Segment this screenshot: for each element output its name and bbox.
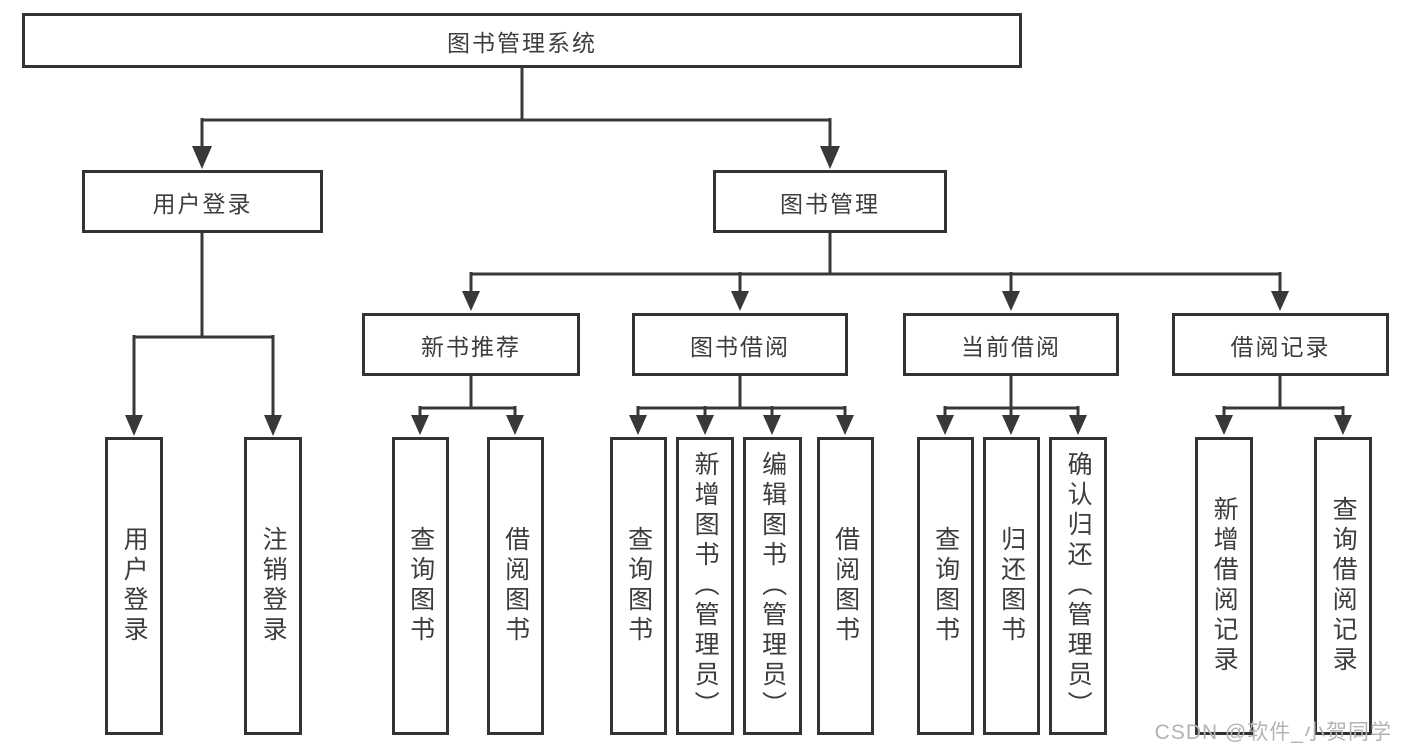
node-label: 确认归还（管理员） bbox=[1064, 451, 1093, 721]
leaf-newbooks-query-books: 查询图书 bbox=[392, 437, 449, 735]
node-label: 新书推荐 bbox=[421, 333, 521, 360]
node-library-management-system: 图书管理系统 bbox=[22, 13, 1022, 68]
node-label: 注销登录 bbox=[259, 526, 288, 646]
leaf-borrowing-add-books-admin: 新增图书（管理员） bbox=[676, 437, 734, 735]
connector-user-login-to-leaves bbox=[125, 232, 282, 436]
node-label: 归还图书 bbox=[997, 526, 1026, 646]
connector-current-to-leaves bbox=[936, 375, 1087, 435]
leaf-current-return-books: 归还图书 bbox=[983, 437, 1040, 735]
node-label: 借阅图书 bbox=[501, 526, 530, 646]
node-label: 用户登录 bbox=[152, 190, 253, 217]
node-label: 图书管理系统 bbox=[447, 29, 597, 56]
node-label: 新增图书（管理员） bbox=[691, 451, 720, 721]
leaf-newbooks-borrow-books: 借阅图书 bbox=[487, 437, 544, 735]
leaf-user-login: 用户登录 bbox=[105, 437, 163, 735]
connector-root-to-level2 bbox=[192, 66, 840, 169]
node-label: 查询图书 bbox=[406, 526, 435, 646]
node-label: 查询借阅记录 bbox=[1329, 496, 1358, 676]
leaf-logout: 注销登录 bbox=[244, 437, 302, 735]
node-label: 当前借阅 bbox=[961, 333, 1061, 360]
connector-borrowing-to-leaves bbox=[629, 375, 854, 435]
node-label: 图书借阅 bbox=[690, 333, 790, 360]
node-label: 图书管理 bbox=[780, 190, 880, 217]
csdn-watermark: CSDN @软件_小贺同学 bbox=[1154, 721, 1392, 744]
node-user-login: 用户登录 bbox=[82, 170, 323, 233]
leaf-borrowing-edit-books-admin: 编辑图书（管理员） bbox=[743, 437, 802, 735]
leaf-current-confirm-return-admin: 确认归还（管理员） bbox=[1049, 437, 1107, 735]
node-label: 查询图书 bbox=[624, 526, 653, 646]
leaf-borrowing-query-books: 查询图书 bbox=[610, 437, 667, 735]
node-label: 新增借阅记录 bbox=[1210, 496, 1239, 676]
node-book-borrowing: 图书借阅 bbox=[632, 313, 848, 376]
leaf-current-query-books: 查询图书 bbox=[917, 437, 974, 735]
leaf-records-add-borrow-record: 新增借阅记录 bbox=[1195, 437, 1253, 735]
node-book-management: 图书管理 bbox=[713, 170, 947, 233]
node-label: 查询图书 bbox=[931, 526, 960, 646]
leaf-borrowing-borrow-books: 借阅图书 bbox=[817, 437, 874, 735]
node-current-borrowing: 当前借阅 bbox=[903, 313, 1119, 376]
node-label: 编辑图书（管理员） bbox=[758, 451, 787, 721]
node-label: 借阅记录 bbox=[1230, 333, 1331, 360]
node-new-book-recommend: 新书推荐 bbox=[362, 313, 580, 376]
node-label: 借阅图书 bbox=[831, 526, 860, 646]
node-label: 用户登录 bbox=[120, 526, 149, 646]
connector-new-books-to-leaves bbox=[411, 375, 524, 435]
connector-book-management-to-level3 bbox=[462, 232, 1289, 311]
leaf-records-query-borrow-record: 查询借阅记录 bbox=[1314, 437, 1372, 735]
connector-records-to-leaves bbox=[1215, 375, 1352, 435]
node-borrow-records: 借阅记录 bbox=[1172, 313, 1389, 376]
